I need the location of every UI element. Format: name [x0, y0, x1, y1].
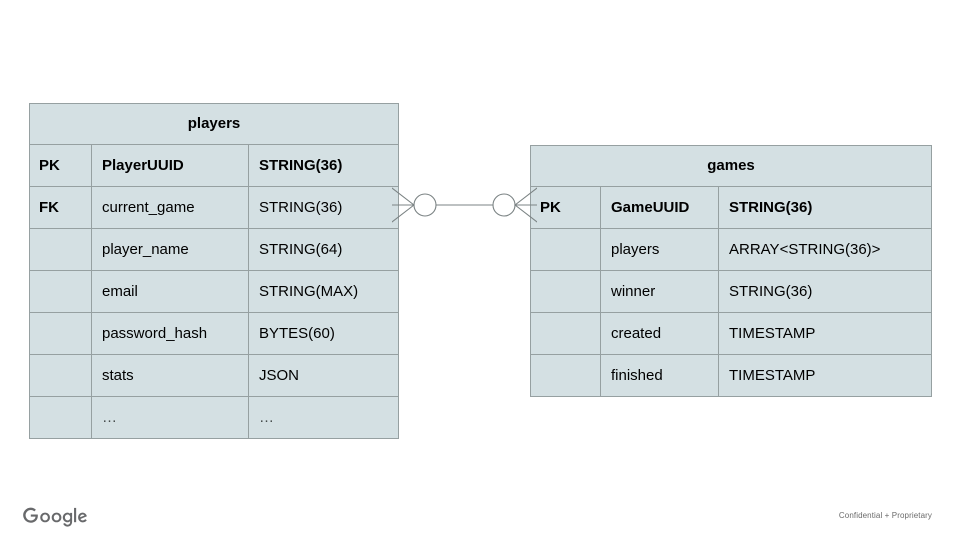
row-key-badge	[29, 396, 92, 439]
players-table-body: players PK PlayerUUID STRING(36) FK curr…	[28, 103, 400, 439]
row-field-type: STRING(MAX)	[247, 270, 400, 313]
games-table-body: games PK GameUUID STRING(36) players ARR…	[529, 145, 933, 397]
table-row: winner STRING(36)	[530, 270, 933, 313]
table-row: created TIMESTAMP	[530, 312, 933, 355]
table-row: PK PlayerUUID STRING(36)	[29, 144, 400, 187]
row-field-name: finished	[600, 354, 719, 397]
games-title-row: games	[529, 145, 933, 187]
table-row: PK GameUUID STRING(36)	[530, 186, 933, 229]
players-table-title: players	[28, 103, 400, 145]
row-key-badge	[530, 354, 601, 397]
confidentiality-note: Confidential + Proprietary	[838, 511, 932, 520]
table-row: player_name STRING(64)	[29, 228, 400, 271]
row-field-name: …	[91, 396, 249, 439]
row-field-type: STRING(36)	[247, 186, 400, 229]
table-row: FK current_game STRING(36)	[29, 186, 400, 229]
row-key-badge	[29, 312, 92, 355]
row-field-name: players	[600, 228, 719, 271]
row-field-name: player_name	[91, 228, 249, 271]
table-row: email STRING(MAX)	[29, 270, 400, 313]
row-field-name: current_game	[91, 186, 249, 229]
row-key-badge	[29, 228, 92, 271]
row-field-name: password_hash	[91, 312, 249, 355]
row-key-badge	[29, 354, 92, 397]
row-field-type: STRING(36)	[717, 186, 933, 229]
table-row: stats JSON	[29, 354, 400, 397]
row-field-type: TIMESTAMP	[717, 312, 933, 355]
games-table-title: games	[529, 145, 933, 187]
row-field-name: email	[91, 270, 249, 313]
row-field-name: PlayerUUID	[91, 144, 249, 187]
row-field-type: BYTES(60)	[247, 312, 400, 355]
players-title-row: players	[28, 103, 400, 145]
table-row: … …	[29, 396, 400, 439]
row-field-type: JSON	[247, 354, 400, 397]
table-row: password_hash BYTES(60)	[29, 312, 400, 355]
relationship-connector-many-to-many	[392, 187, 537, 223]
row-field-type: …	[247, 396, 400, 439]
row-key-badge	[29, 270, 92, 313]
row-field-name: GameUUID	[600, 186, 719, 229]
row-field-type: STRING(36)	[717, 270, 933, 313]
cardinality-zero-circle-left	[413, 193, 437, 217]
google-logo	[23, 507, 87, 527]
cardinality-zero-circle-right	[492, 193, 516, 217]
row-field-name: stats	[91, 354, 249, 397]
row-key-badge	[530, 270, 601, 313]
entity-table-games: games PK GameUUID STRING(36) players ARR…	[529, 145, 933, 397]
row-key-badge	[530, 312, 601, 355]
table-row: finished TIMESTAMP	[530, 354, 933, 397]
row-field-type: TIMESTAMP	[717, 354, 933, 397]
entity-table-players: players PK PlayerUUID STRING(36) FK curr…	[28, 103, 400, 439]
row-key-badge	[530, 228, 601, 271]
row-key-badge: FK	[29, 186, 92, 229]
row-key-badge: PK	[530, 186, 601, 229]
row-field-type: ARRAY<STRING(36)>	[717, 228, 933, 271]
row-field-type: STRING(36)	[247, 144, 400, 187]
crowsfoot-left-icon	[392, 187, 415, 223]
row-field-name: winner	[600, 270, 719, 313]
row-field-name: created	[600, 312, 719, 355]
crowsfoot-right-icon	[514, 187, 537, 223]
row-key-badge: PK	[29, 144, 92, 187]
row-field-type: STRING(64)	[247, 228, 400, 271]
table-row: players ARRAY<STRING(36)>	[530, 228, 933, 271]
